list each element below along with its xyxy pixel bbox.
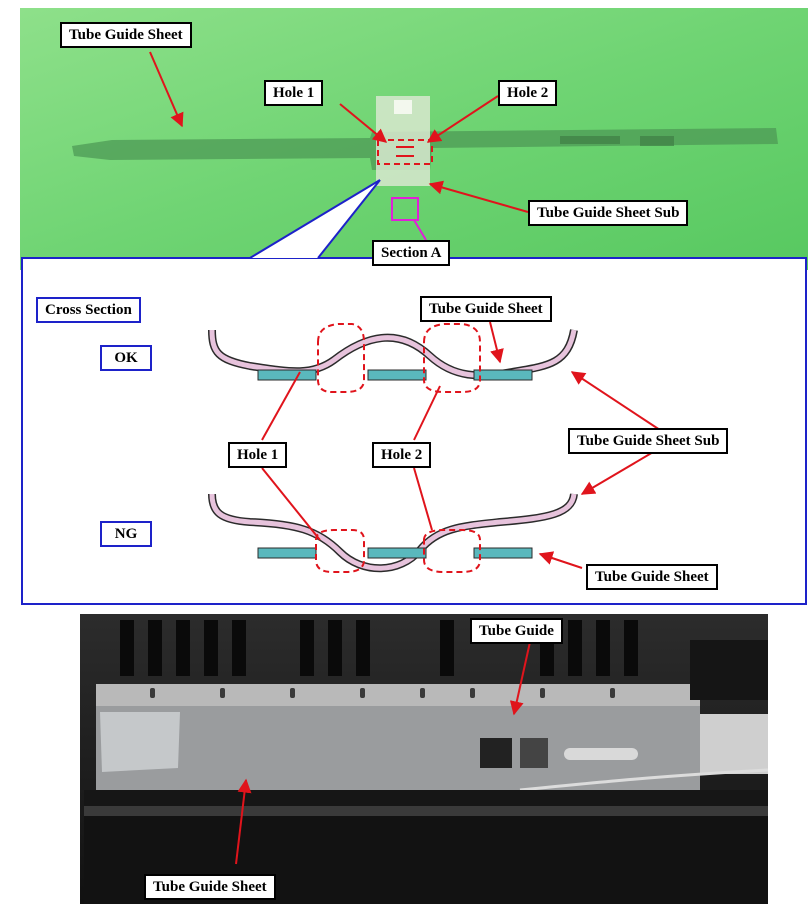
label-tube-guide-sheet-sub: Tube Guide Sheet Sub — [528, 200, 688, 226]
label-cross-tube-guide-sheet: Tube Guide Sheet — [420, 296, 552, 322]
label-cross-tube-guide-sheet-bottom: Tube Guide Sheet — [586, 564, 718, 590]
label-cross-hole-1: Hole 1 — [228, 442, 287, 468]
bottom-photo — [80, 614, 768, 904]
label-hole-2: Hole 2 — [498, 80, 557, 106]
label-tube-guide: Tube Guide — [470, 618, 563, 644]
label-bottom-tube-guide-sheet: Tube Guide Sheet — [144, 874, 276, 900]
label-tube-guide-sheet: Tube Guide Sheet — [60, 22, 192, 48]
label-cross-tube-guide-sheet-sub: Tube Guide Sheet Sub — [568, 428, 728, 454]
label-cross-section: Cross Section — [36, 297, 141, 323]
label-ok: OK — [100, 345, 152, 371]
label-cross-hole-2: Hole 2 — [372, 442, 431, 468]
label-ng: NG — [100, 521, 152, 547]
label-section-a: Section A — [372, 240, 450, 266]
label-hole-1: Hole 1 — [264, 80, 323, 106]
